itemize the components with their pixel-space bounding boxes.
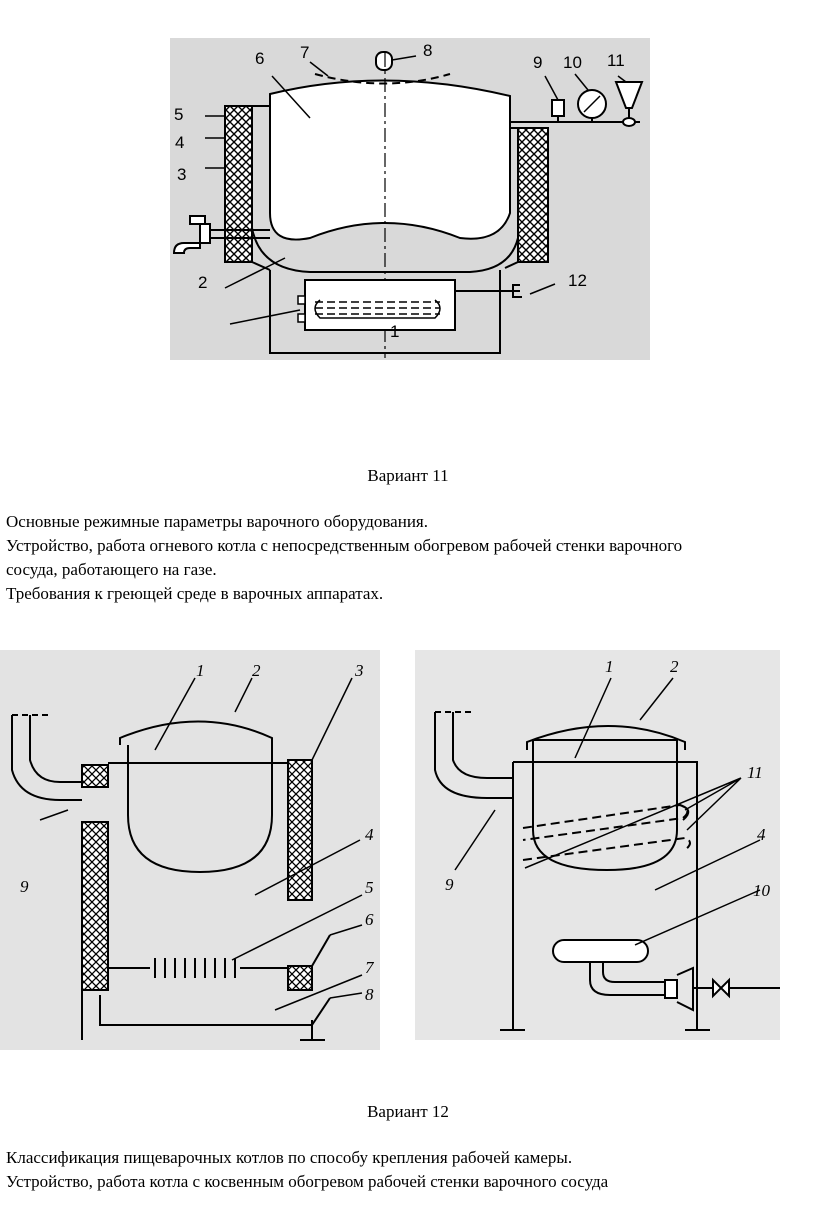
fire-boiler-diagram: 1 2 3 4 5 6 7 8 9 [0, 650, 380, 1050]
label-11: 11 [607, 51, 625, 70]
label-6: 6 [255, 49, 264, 68]
label-9: 9 [445, 875, 454, 894]
variant-12-line-2: Устройство, работа котла с косвенным обо… [6, 1172, 609, 1191]
label-5: 5 [365, 878, 374, 897]
label-1: 1 [196, 661, 205, 680]
variant-12-title: Вариант 12 [367, 1102, 449, 1121]
insulation-right [517, 127, 549, 263]
label-12: 12 [568, 271, 587, 290]
label-3: 3 [177, 165, 186, 184]
gas-boiler-diagram: 1 2 11 4 10 9 [415, 650, 780, 1040]
inner-vessel [269, 79, 511, 241]
label-2: 2 [252, 661, 261, 680]
insulation-left [224, 105, 253, 263]
variant-12-line-1: Классификация пищеварочных котлов по спо… [6, 1148, 573, 1167]
label-9: 9 [533, 53, 542, 72]
label-2: 2 [198, 273, 207, 292]
variant-11-line-4: Требования к греющей среде в варочных ап… [6, 584, 384, 603]
label-7: 7 [365, 958, 375, 977]
label-1: 1 [605, 657, 614, 676]
cooking-kettle-diagram-1: 1 2 3 4 5 6 7 8 9 10 11 12 [170, 38, 650, 360]
label-1: 1 [390, 322, 399, 341]
label-2: 2 [670, 657, 679, 676]
variant-11-line-2: Устройство, работа огневого котла с непо… [6, 536, 683, 555]
label-8: 8 [365, 985, 374, 1004]
label-9: 9 [20, 877, 29, 896]
variant-11-line-3: сосуда, работающего на газе. [6, 560, 217, 579]
label-4: 4 [175, 133, 184, 152]
label-6: 6 [365, 910, 374, 929]
label-4: 4 [365, 825, 374, 844]
label-10: 10 [563, 53, 582, 72]
variant-11-line-1: Основные режимные параметры варочного об… [6, 512, 428, 531]
label-8: 8 [423, 41, 432, 60]
variant-11-text: Основные режимные параметры варочного об… [6, 510, 812, 606]
label-4: 4 [757, 825, 766, 844]
label-7: 7 [300, 43, 309, 62]
variant-11-title: Вариант 11 [367, 466, 449, 485]
label-11: 11 [747, 763, 763, 782]
variant-12-text: Классификация пищеварочных котлов по спо… [6, 1146, 812, 1194]
label-3: 3 [354, 661, 364, 680]
label-10: 10 [753, 881, 771, 900]
label-5: 5 [174, 105, 183, 124]
